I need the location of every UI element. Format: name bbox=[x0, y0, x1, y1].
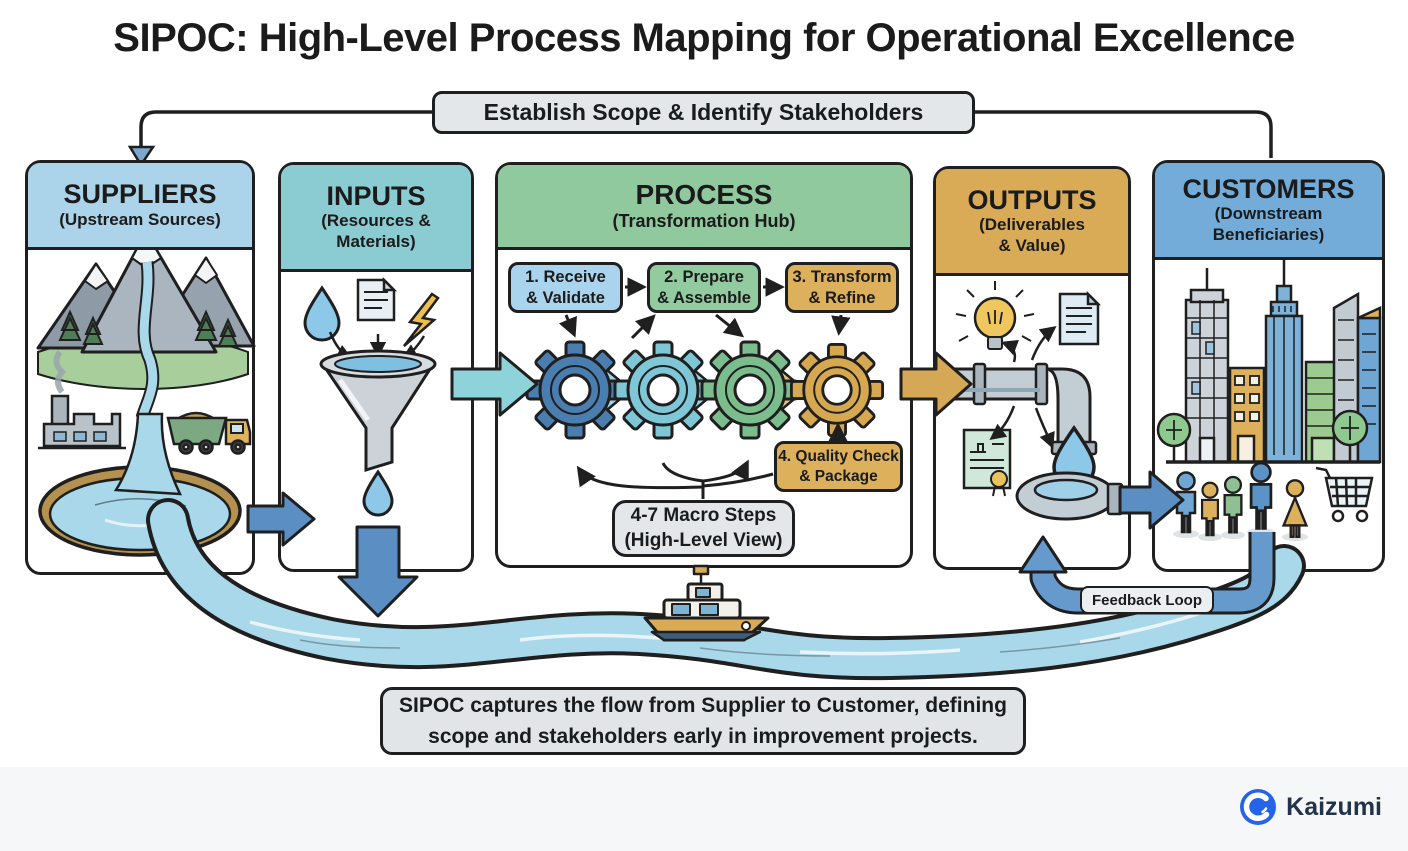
footer-strip bbox=[0, 767, 1408, 851]
step-transform-refine: 3. Transform & Refine bbox=[785, 262, 899, 313]
kaizumi-logo-icon bbox=[1240, 789, 1277, 825]
funnel-icon bbox=[319, 349, 437, 473]
scope-banner: Establish Scope & Identify Stakeholders bbox=[432, 91, 975, 134]
customers-illustration bbox=[1156, 256, 1382, 541]
factory-icon bbox=[38, 350, 126, 450]
output-document-icon bbox=[1058, 290, 1102, 346]
customers-column: CUSTOMERS (Downstream Beneficiaries) bbox=[1152, 160, 1385, 572]
lightbulb-icon bbox=[955, 281, 1035, 350]
process-title: PROCESS bbox=[635, 178, 773, 210]
city-skyline bbox=[1156, 256, 1382, 464]
inputs-to-process-arrow bbox=[450, 351, 539, 417]
city-tree-left bbox=[1156, 412, 1192, 462]
customers-subtitle: (Downstream Beneficiaries) bbox=[1212, 204, 1325, 244]
suppliers-illustration bbox=[36, 230, 256, 455]
small-drop-icon bbox=[362, 469, 394, 517]
brand-name: Kaizumi bbox=[1286, 792, 1382, 821]
basin-icon bbox=[1015, 471, 1124, 521]
suppliers-header: SUPPLIERS (Upstream Sources) bbox=[28, 163, 252, 250]
water-drop-icon bbox=[303, 285, 341, 342]
inputs-down-arrow bbox=[337, 525, 419, 618]
document-icon bbox=[356, 276, 398, 322]
banner-down-arrowhead bbox=[127, 145, 156, 168]
inputs-illustration bbox=[303, 276, 440, 517]
gear-icon-1 bbox=[525, 340, 625, 440]
caption-note: SIPOC captures the flow from Supplier to… bbox=[380, 687, 1026, 755]
customers-title: CUSTOMERS bbox=[1182, 173, 1355, 204]
inputs-subtitle: (Resources & Materials) bbox=[321, 211, 431, 251]
outputs-illustration bbox=[954, 281, 1124, 521]
inputs-header: INPUTS (Resources & Materials) bbox=[281, 165, 471, 272]
person-icon bbox=[1175, 471, 1197, 534]
inputs-title: INPUTS bbox=[326, 180, 426, 211]
gear-icon-4 bbox=[789, 342, 885, 438]
river bbox=[146, 498, 1306, 681]
suppliers-column: SUPPLIERS (Upstream Sources) bbox=[25, 160, 255, 575]
process-column: PROCESS (Transformation Hub) bbox=[495, 162, 913, 568]
shopping-cart-icon bbox=[1315, 466, 1374, 523]
dump-truck-icon bbox=[166, 411, 252, 455]
city-tree-right bbox=[1331, 409, 1369, 462]
banner-connector-lines bbox=[139, 110, 1273, 158]
process-illustration bbox=[525, 277, 885, 499]
person-icon-female bbox=[1281, 479, 1309, 538]
scope-banner-label: Establish Scope & Identify Stakeholders bbox=[483, 99, 924, 125]
process-subtitle: (Transformation Hub) bbox=[612, 210, 796, 231]
feedback-up-arrowhead bbox=[1018, 535, 1068, 574]
step-quality-check-package: 4. Quality Check & Package bbox=[774, 441, 903, 492]
macro-steps-note: 4-7 Macro Steps (High-Level View) bbox=[612, 500, 795, 557]
output-split-arrows bbox=[989, 326, 1057, 450]
person-icon bbox=[1200, 481, 1220, 537]
suppliers-title: SUPPLIERS bbox=[63, 178, 217, 209]
person-icon bbox=[1249, 461, 1273, 530]
waterfall bbox=[113, 412, 183, 496]
outputs-header: OUTPUTS (Deliverables & Value) bbox=[936, 169, 1128, 276]
suppliers-to-inputs-arrow bbox=[246, 491, 316, 547]
outputs-subtitle: (Deliverables & Value) bbox=[979, 215, 1085, 255]
macro-bracket bbox=[576, 422, 848, 499]
step-prepare-assemble: 2. Prepare & Assemble bbox=[647, 262, 761, 313]
pine-trees bbox=[58, 309, 239, 347]
process-to-outputs-arrow bbox=[899, 351, 973, 417]
outputs-title: OUTPUTS bbox=[967, 184, 1097, 215]
customers-header: CUSTOMERS (Downstream Beneficiaries) bbox=[1155, 163, 1382, 260]
suppliers-subtitle: (Upstream Sources) bbox=[59, 209, 221, 229]
feedback-loop-label: Feedback Loop bbox=[1080, 586, 1214, 614]
gear-icon-3 bbox=[700, 340, 800, 440]
boat-icon bbox=[643, 564, 770, 642]
person-icon bbox=[1223, 475, 1243, 534]
step-arrows bbox=[558, 277, 851, 340]
brand-logo: Kaizumi bbox=[1239, 788, 1382, 826]
outputs-to-customers-arrow bbox=[1118, 470, 1185, 530]
outputs-column: OUTPUTS (Deliverables & Value) bbox=[933, 166, 1131, 570]
page-title: SIPOC: High-Level Process Mapping for Op… bbox=[113, 16, 1295, 60]
lightning-icon bbox=[403, 292, 440, 347]
process-header: PROCESS (Transformation Hub) bbox=[498, 165, 910, 250]
step-receive-validate: 1. Receive & Validate bbox=[508, 262, 623, 313]
flow-block-arrows bbox=[246, 351, 1185, 618]
